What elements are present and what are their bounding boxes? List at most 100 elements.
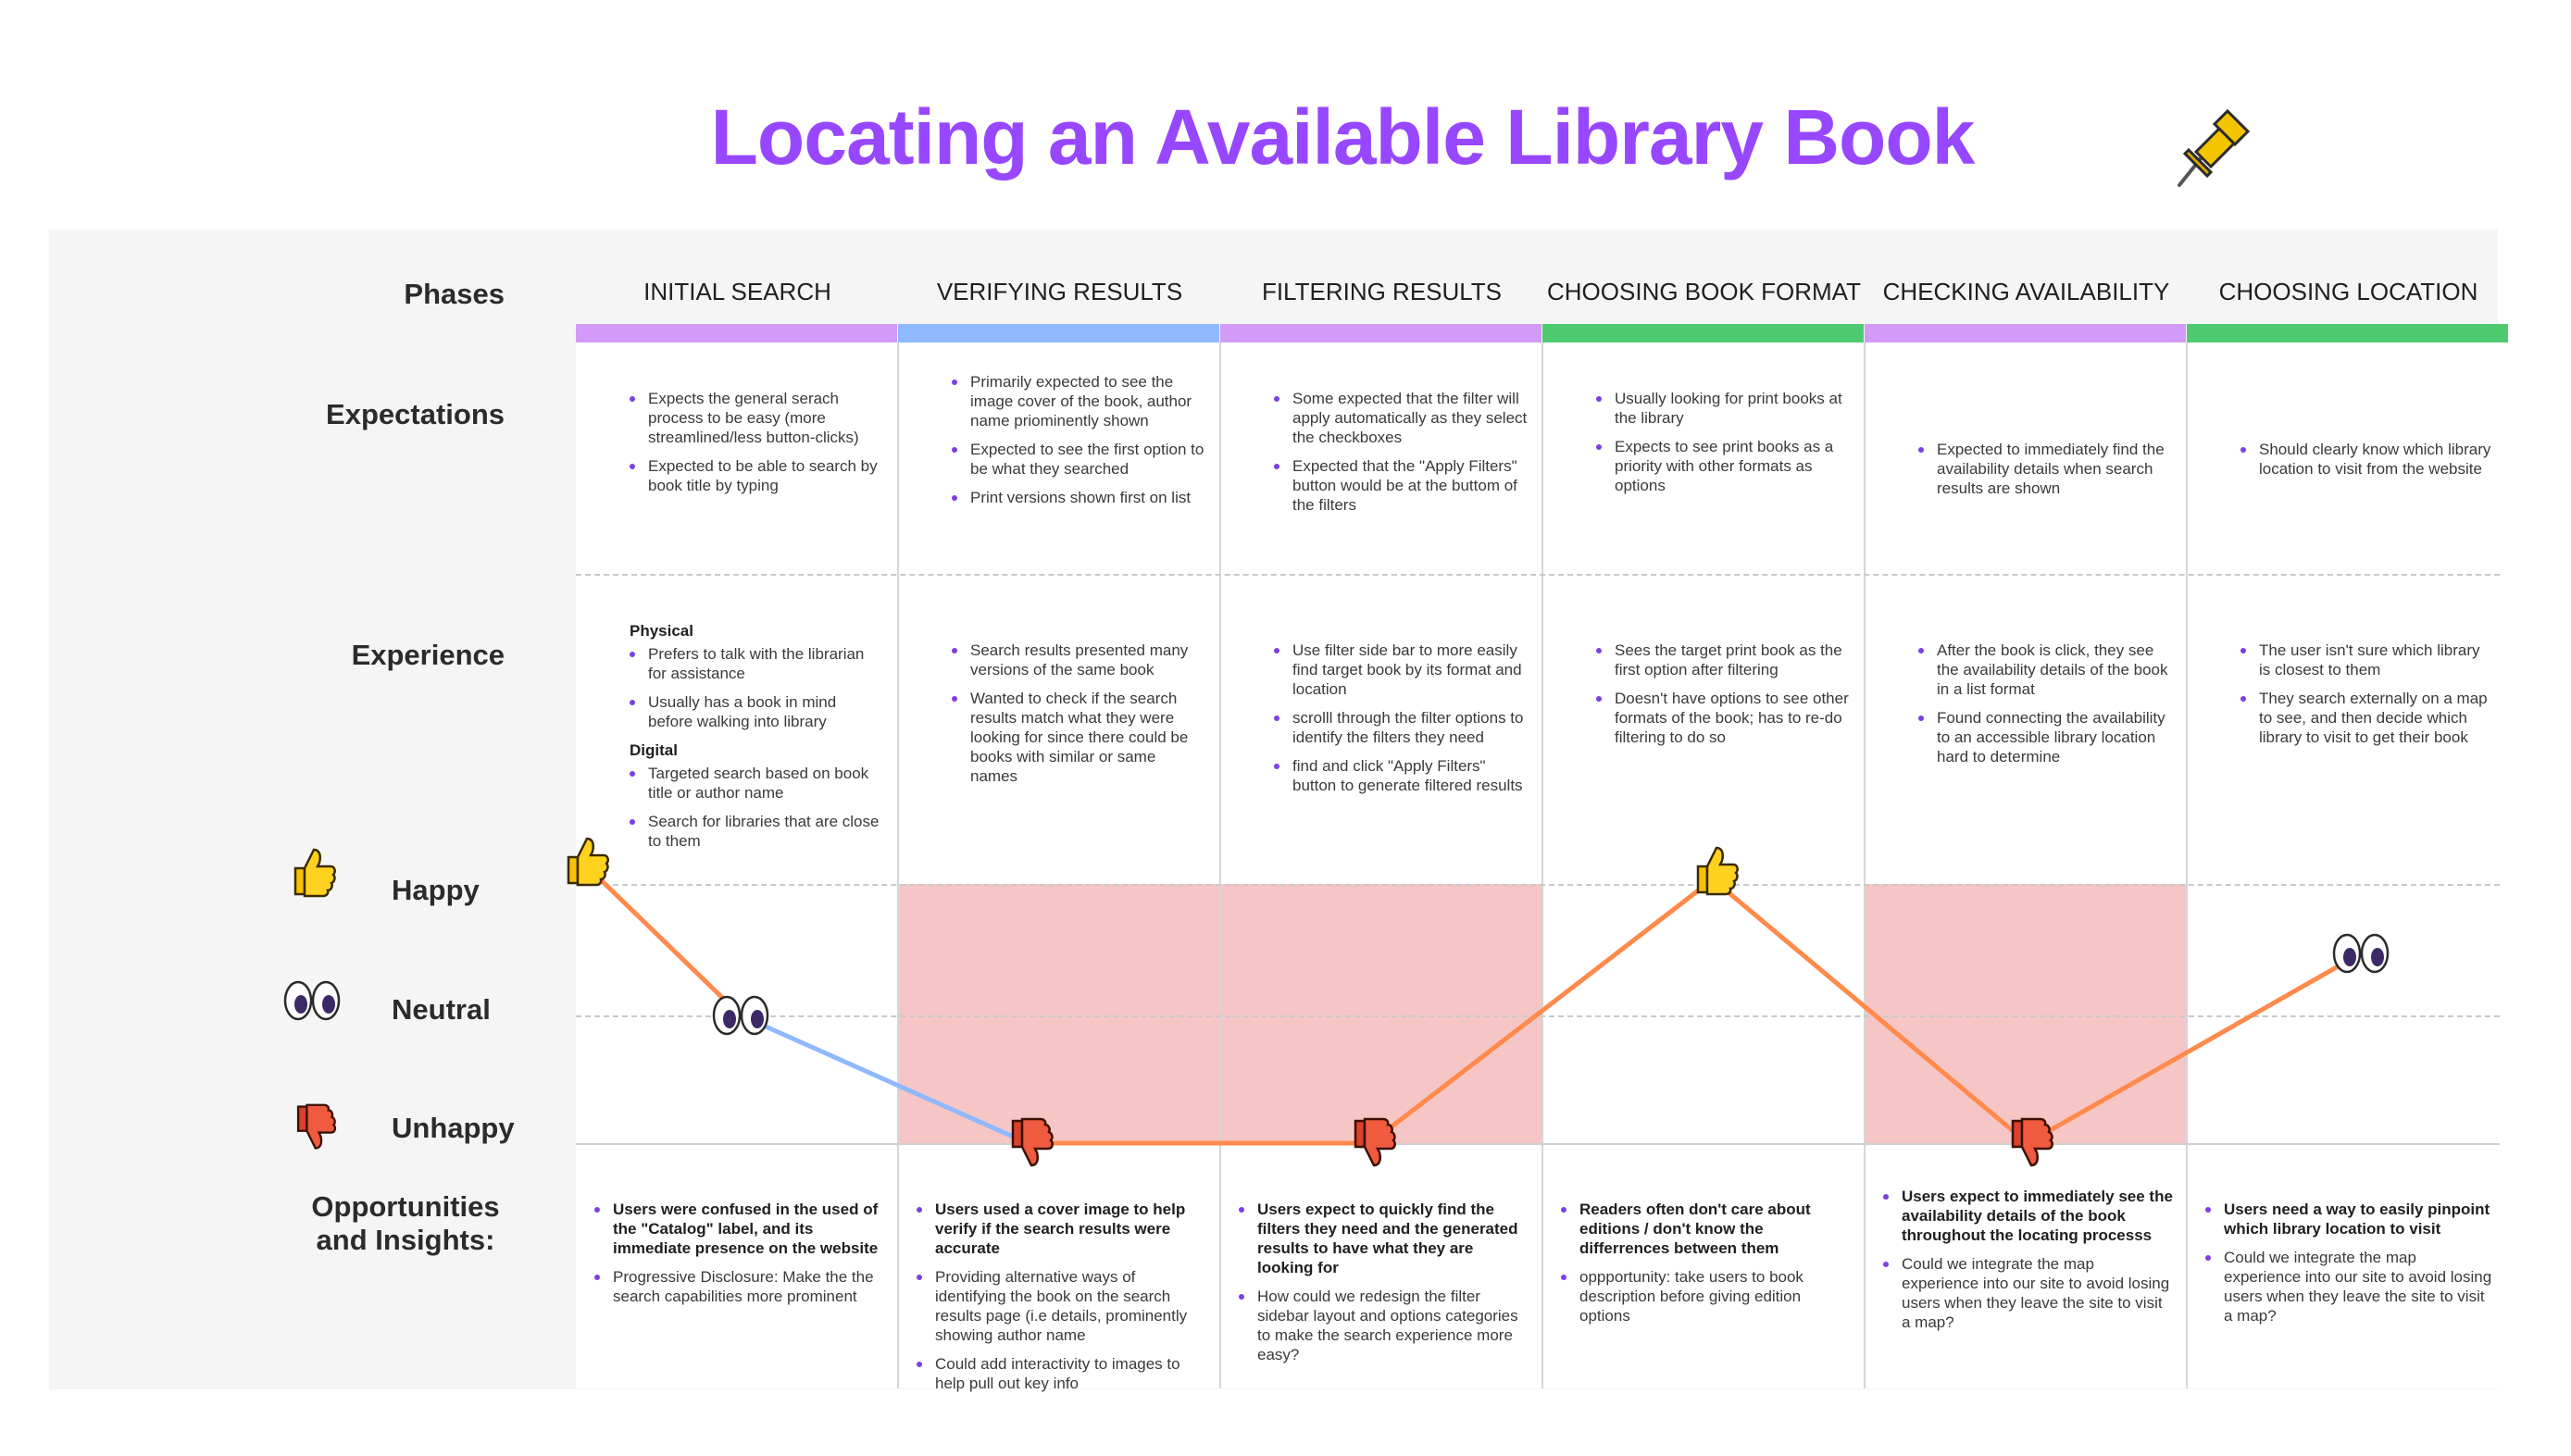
baseline-divider: [576, 1143, 2500, 1145]
eyes-icon: [283, 980, 341, 1021]
thumbs-down-icon: [1354, 1117, 1396, 1167]
curve-segment: [738, 1013, 1030, 1146]
phase-column-background: [576, 342, 897, 1388]
expectation-item: Expected to see the first option to be w…: [942, 440, 1206, 479]
expectation-list: Expected to immediately find the availab…: [1909, 440, 2173, 498]
phase-column-background: [898, 342, 1219, 1388]
phase-column-background: [1220, 342, 1541, 1388]
experience-physical-item: Usually has a book in mind before walkin…: [620, 692, 884, 731]
thumbs-up-icon: [567, 837, 609, 887]
opportunity-list: Users were confused in the used of the "…: [585, 1200, 884, 1306]
experience-list: Sees the target print book as the first …: [1587, 641, 1851, 747]
expectation-item: Expected to be able to search by book ti…: [620, 456, 884, 495]
expectations-cell: Should clearly know which library locati…: [2231, 440, 2508, 488]
experience-cell: Use filter side bar to more easily find …: [1265, 641, 1541, 804]
phase-color-bar: [576, 324, 897, 342]
row-label-expectations: Expectations: [326, 398, 505, 430]
opportunity-item: Could we integrate the map experience in…: [2196, 1248, 2495, 1325]
opportunity-item: Users expect to immediately see the avai…: [1874, 1187, 2173, 1245]
eyes-icon: [712, 995, 769, 1036]
expectations-cell: Primarily expected to see the image cove…: [942, 372, 1219, 516]
opportunity-list: Users expect to quickly find the filters…: [1229, 1200, 1529, 1364]
opportunities-cell: Users expect to quickly find the filters…: [1229, 1200, 1541, 1374]
row-label-opportunities: Opportunities and Insights:: [311, 1190, 500, 1256]
opportunity-item: Users were confused in the used of the "…: [585, 1200, 884, 1258]
emotion-label-neutral: Neutral: [392, 993, 491, 1026]
phase-color-bar: [1865, 324, 2186, 342]
expectation-list: Should clearly know which library locati…: [2231, 440, 2495, 479]
opportunity-item: Could we integrate the map experience in…: [1874, 1254, 2173, 1332]
experience-digital-label: Digital: [630, 741, 678, 759]
opportunity-list: Users used a cover image to help verify …: [907, 1200, 1206, 1393]
expectations-cell: Expects the general serach process to be…: [620, 389, 897, 504]
experience-item: find and click "Apply Filters" button to…: [1265, 756, 1529, 795]
opportunities-cell: Readers often don't care about editions …: [1552, 1200, 1864, 1335]
opportunities-cell: Users used a cover image to help verify …: [907, 1200, 1219, 1402]
expectation-item: Should clearly know which library locati…: [2231, 440, 2495, 479]
unhappy-zone: [898, 884, 1219, 1143]
experience-item: The user isn't sure which library is clo…: [2231, 641, 2495, 679]
row-label-experience: Experience: [351, 639, 505, 671]
expectation-list: Usually looking for print books at the l…: [1587, 389, 1851, 495]
experience-list: After the book is click, they see the av…: [1909, 641, 2173, 766]
expectation-item: Expected to immediately find the availab…: [1909, 440, 2173, 498]
thumbs-down-icon: [296, 1103, 337, 1150]
phase-title: FILTERING RESULTS: [1261, 278, 1503, 305]
expectations-cell: Expected to immediately find the availab…: [1909, 440, 2186, 507]
experience-cell: Search results presented many versions o…: [942, 641, 1219, 795]
opportunity-list: Users need a way to easily pinpoint whic…: [2196, 1200, 2495, 1325]
emotion-label-happy: Happy: [392, 874, 480, 906]
phase-column-background: [2187, 342, 2508, 1388]
phase-color-bar: [1542, 324, 1864, 342]
phase-color-bar: [2187, 324, 2508, 342]
experience-cell: Sees the target print book as the first …: [1587, 641, 1864, 756]
expectation-item: Some expected that the filter will apply…: [1265, 389, 1529, 447]
opportunity-item: Users used a cover image to help verify …: [907, 1200, 1206, 1258]
opportunity-item: Progressive Disclosure: Make the the sea…: [585, 1267, 884, 1306]
curve-segment: [1710, 877, 2030, 1146]
opportunities-cell: Users expect to immediately see the avai…: [1874, 1187, 2186, 1341]
experience-item: scrolll through the filter options to id…: [1265, 708, 1529, 747]
phase-title: CHOOSING LOCATION: [2218, 278, 2478, 305]
opportunity-item: Users expect to quickly find the filters…: [1229, 1200, 1529, 1277]
expectation-item: Expected that the "Apply Filters" button…: [1265, 456, 1529, 515]
opportunity-item: Users need a way to easily pinpoint whic…: [2196, 1200, 2495, 1238]
thumbs-down-icon: [1011, 1117, 1054, 1167]
experience-digital-item: Search for libraries that are close to t…: [620, 812, 884, 851]
column-divider: [2186, 342, 2188, 1388]
expectation-list: Primarily expected to see the image cove…: [942, 372, 1206, 507]
experience-item: They search externally on a map to see, …: [2231, 689, 2495, 747]
eyes-icon: [2332, 933, 2390, 974]
experience-cell: After the book is click, they see the av…: [1909, 641, 2186, 776]
expectation-list: Some expected that the filter will apply…: [1265, 389, 1529, 515]
thumbs-up-icon: [1696, 846, 1739, 896]
column-divider: [1219, 342, 1221, 1388]
row-divider: [576, 884, 2500, 886]
experience-list: Search results presented many versions o…: [942, 641, 1206, 786]
experience-item: Wanted to check if the search results ma…: [942, 689, 1206, 786]
experience-item: Doesn't have options to see other format…: [1587, 689, 1851, 747]
unhappy-zone: [1865, 884, 2186, 1143]
curve-segment: [588, 867, 743, 1018]
opportunities-cell: Users were confused in the used of the "…: [585, 1200, 897, 1315]
opportunity-item: Providing alternative ways of identifyin…: [907, 1267, 1206, 1345]
phase-title: VERIFYING RESULTS: [936, 278, 1183, 305]
experience-digital-item: Targeted search based on book title or a…: [620, 764, 884, 803]
thumbs-up-icon: [293, 848, 336, 898]
pushpin-icon: [2178, 108, 2251, 187]
experience-item: Found connecting the availability to an …: [1909, 708, 2173, 766]
experience-physical-label: Physical: [630, 622, 693, 640]
experience-cell: The user isn't sure which library is clo…: [2231, 641, 2508, 756]
unhappy-zone: [1220, 884, 1541, 1143]
phase-title: INITIAL SEARCH: [643, 278, 831, 305]
opportunity-item: Readers often don't care about editions …: [1552, 1200, 1851, 1258]
experience-item: Sees the target print book as the first …: [1587, 641, 1851, 679]
row-divider: [576, 574, 2500, 576]
expectation-item: Expects to see print books as a priority…: [1587, 437, 1851, 495]
phase-color-bar: [1220, 324, 1541, 342]
experience-list: Use filter side bar to more easily find …: [1265, 641, 1529, 795]
phase-column-background: [1865, 342, 2186, 1388]
opportunity-list: Users expect to immediately see the avai…: [1874, 1187, 2173, 1332]
